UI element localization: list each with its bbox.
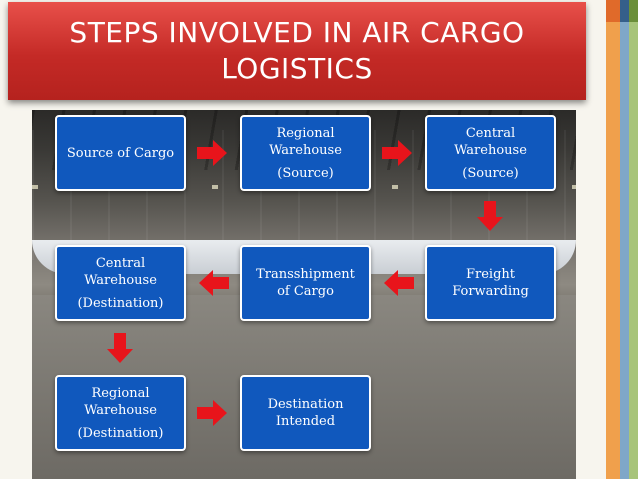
step-destination-intended: Destination Intended [240, 375, 371, 451]
decor-stripe-blue-top [620, 0, 629, 22]
right-arrow-icon [197, 400, 227, 426]
right-arrow-icon [197, 140, 227, 166]
step-label: Regional Warehouse [84, 385, 157, 418]
step-sublabel: (Source) [277, 165, 334, 181]
down-arrow-icon [107, 333, 133, 363]
slide-title: STEPS INVOLVED IN AIR CARGO LOGISTICS [69, 16, 525, 85]
title-banner: STEPS INVOLVED IN AIR CARGO LOGISTICS [8, 2, 586, 100]
decor-stripe-green-top [629, 0, 638, 22]
step-source-of-cargo: Source of Cargo [55, 115, 186, 191]
step-label: Source of Cargo [66, 145, 175, 161]
step-label: Freight Forwarding [452, 267, 529, 299]
step-label: Destination Intended [267, 397, 344, 429]
decor-stripe-blue [620, 0, 629, 479]
step-label: Regional Warehouse [269, 125, 342, 158]
step-sublabel: (Destination) [77, 425, 164, 441]
step-central-warehouse-source: Central Warehouse (Source) [425, 115, 556, 191]
step-regional-warehouse-source: Regional Warehouse (Source) [240, 115, 371, 191]
left-arrow-icon [199, 270, 229, 296]
step-regional-warehouse-destination: Regional Warehouse (Destination) [55, 375, 186, 451]
step-transshipment: Transshipment of Cargo [240, 245, 371, 321]
left-arrow-icon [384, 270, 414, 296]
decor-stripe-orange [606, 0, 620, 479]
right-arrow-icon [382, 140, 412, 166]
down-arrow-icon [477, 201, 503, 231]
step-freight-forwarding: Freight Forwarding [425, 245, 556, 321]
step-sublabel: (Source) [462, 165, 519, 181]
step-label: Transshipment of Cargo [256, 267, 355, 299]
step-label: Central Warehouse [84, 255, 157, 288]
decor-stripe-green [629, 0, 638, 479]
step-sublabel: (Destination) [77, 295, 164, 311]
decor-stripe-orange-top [606, 0, 620, 22]
step-label: Central Warehouse [454, 125, 527, 158]
step-central-warehouse-destination: Central Warehouse (Destination) [55, 245, 186, 321]
